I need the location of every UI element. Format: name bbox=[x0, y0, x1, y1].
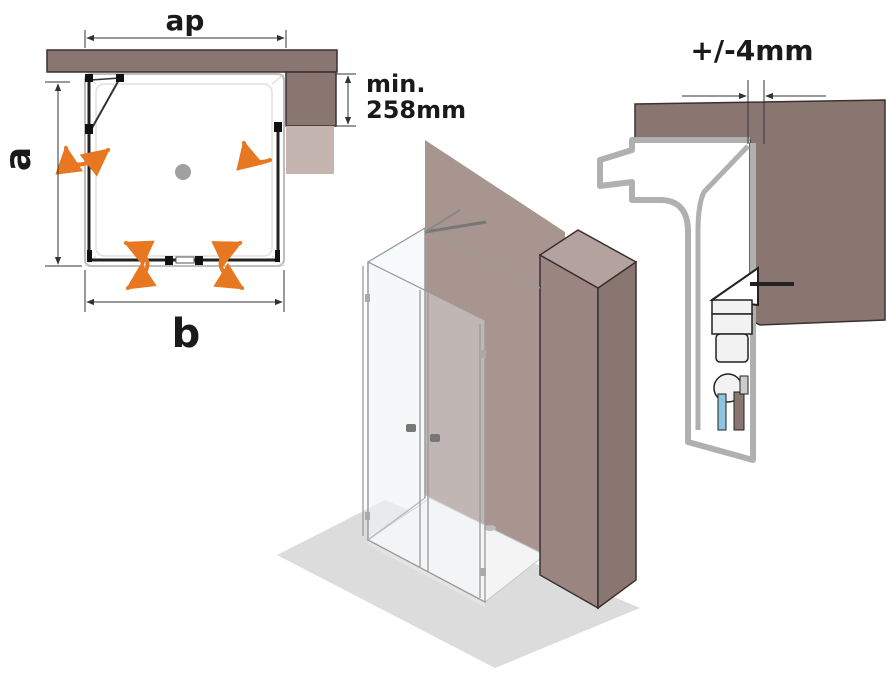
stabiliser-bar bbox=[424, 220, 487, 234]
hinge-icon bbox=[274, 122, 282, 132]
hinge-icon bbox=[165, 256, 173, 265]
plan-top-wall bbox=[46, 49, 338, 73]
rotation-arrow-icon bbox=[55, 145, 111, 177]
plan-view: ap a b min. 258mm bbox=[0, 4, 466, 357]
plan-side-wall bbox=[285, 71, 337, 127]
profile-outline bbox=[597, 137, 756, 463]
isometric-view bbox=[277, 140, 640, 668]
hinge-icon bbox=[116, 74, 124, 82]
hinge-icon bbox=[365, 294, 370, 302]
door-knob-icon bbox=[406, 424, 416, 432]
drain-icon bbox=[175, 164, 191, 180]
min-label: min. bbox=[366, 70, 425, 98]
wall-pillar-front bbox=[539, 253, 599, 610]
back-wall bbox=[425, 140, 565, 575]
dimension-label-a: a bbox=[0, 147, 39, 171]
glass-front-panel bbox=[367, 260, 486, 604]
wall-pillar-side bbox=[597, 260, 637, 610]
hinge-icon bbox=[195, 256, 203, 265]
rotation-arrow-icon bbox=[211, 241, 245, 290]
rotation-arrow-icon bbox=[123, 240, 157, 290]
hinge-icon bbox=[85, 124, 93, 134]
hinge-icon bbox=[480, 350, 486, 358]
tolerance-label: +/-4mm bbox=[690, 34, 813, 67]
rotation-arrow-icon bbox=[236, 140, 272, 171]
plan-wall-recess bbox=[286, 126, 334, 174]
hinge-icon bbox=[85, 74, 93, 82]
hinge-icon bbox=[480, 568, 486, 576]
detail-wall bbox=[634, 99, 886, 326]
wall-profile-detail: +/-4mm bbox=[597, 34, 886, 463]
wall-pillar-top bbox=[538, 229, 638, 289]
min-value: 258mm bbox=[366, 96, 466, 124]
hinge-icon bbox=[365, 512, 370, 520]
dimension-label-ap: ap bbox=[166, 4, 205, 37]
drain-icon bbox=[484, 525, 496, 531]
dimension-label-b: b bbox=[172, 311, 201, 357]
door-knob-icon bbox=[430, 434, 440, 442]
